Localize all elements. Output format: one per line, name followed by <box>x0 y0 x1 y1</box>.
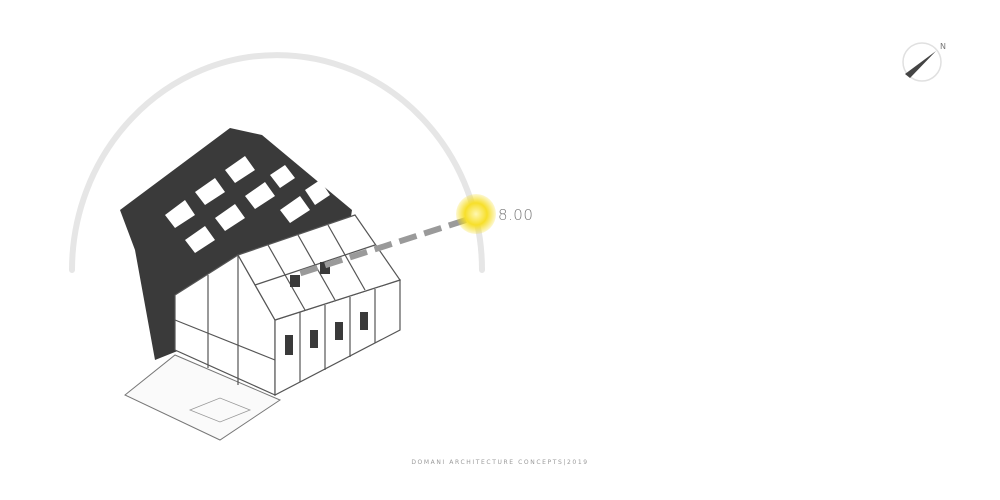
compass-north-label: N <box>940 42 946 51</box>
sun-ray <box>294 217 467 278</box>
sun-time-label: 8.00 <box>498 206 534 224</box>
compass-icon: N <box>902 42 946 82</box>
ground-slab <box>124 354 282 441</box>
interior-shadows <box>285 262 368 355</box>
sun-path-arc <box>69 52 485 273</box>
footer-credit: DOMANI ARCHITECTURE CONCEPTS|2019 <box>411 459 589 466</box>
shadow-openings <box>165 156 330 253</box>
sun <box>456 194 496 234</box>
